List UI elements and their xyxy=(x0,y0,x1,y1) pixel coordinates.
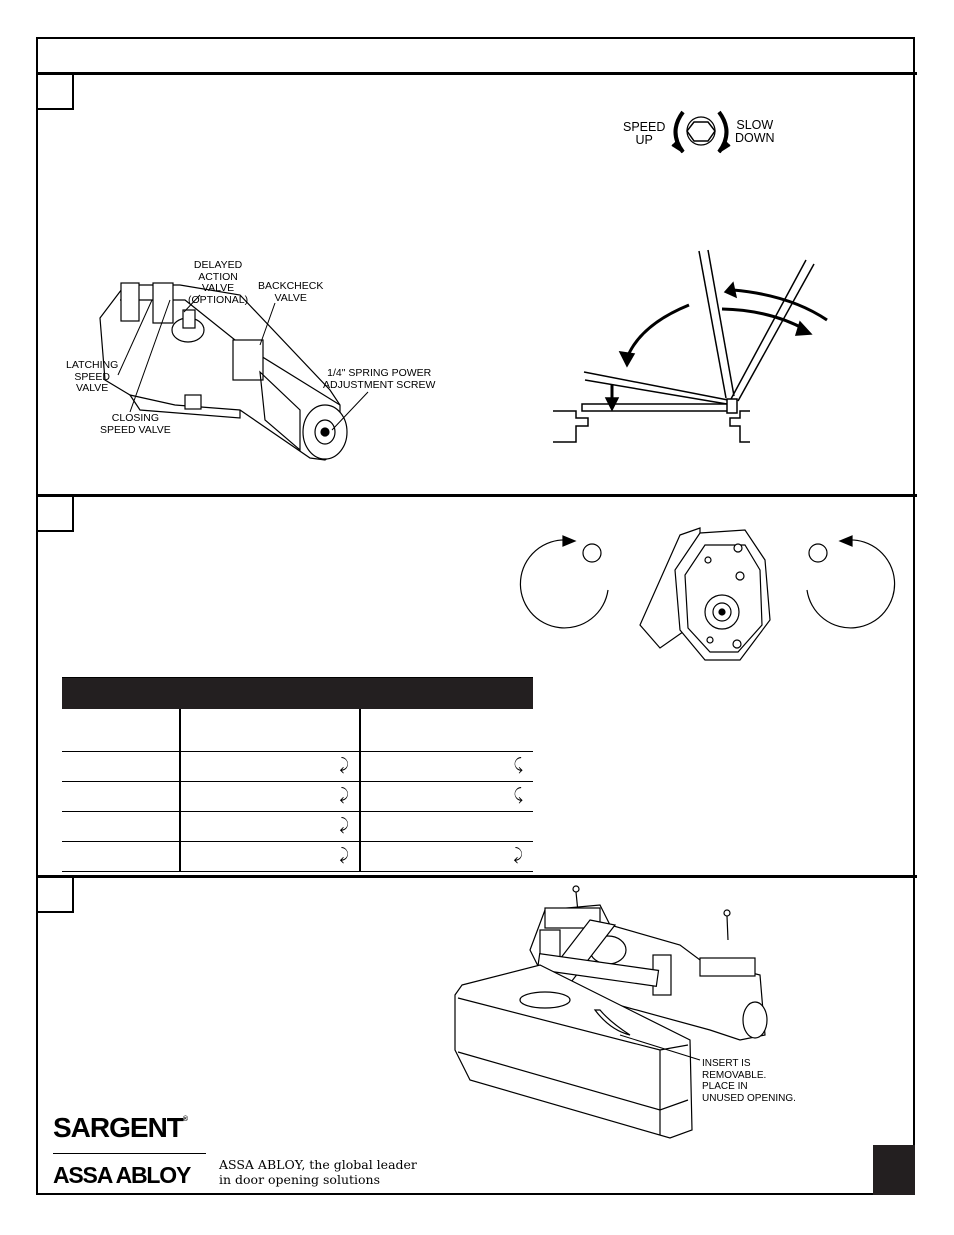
page-number-box xyxy=(873,1145,915,1195)
rotation-arrow-icon: ⤸ xyxy=(339,816,349,834)
spring-power-adjustment-label: 1/4" SPRING POWER ADJUSTMENT SCREW xyxy=(323,367,436,391)
rotation-arrow-icon: ⤹ xyxy=(513,756,523,774)
delayed-action-valve-label: DELAYED ACTION VALVE (OPTIONAL) xyxy=(188,259,249,306)
rotation-arrow-icon: ⤸ xyxy=(339,786,349,804)
table-col-header-2 xyxy=(179,709,360,751)
speed-up-label: SPEED UP xyxy=(623,120,666,147)
table-cell: ⤹ xyxy=(359,750,533,781)
table-row: ⤸ ⤹ xyxy=(62,750,533,781)
section-divider-1 xyxy=(36,494,917,497)
rotation-arrow-icon: ⤹ xyxy=(513,786,523,804)
page-frame xyxy=(36,37,915,1195)
table-cell xyxy=(62,810,180,841)
company-tagline: ASSA ABLOY, the global leader in door op… xyxy=(219,1157,417,1187)
table-cell: ⤸ xyxy=(179,810,360,841)
sargent-logo: SARGENT® xyxy=(53,1112,189,1143)
logo-divider xyxy=(53,1153,206,1154)
door-closer-illustration xyxy=(99,282,369,461)
table-row: ⤸ ⤸ xyxy=(62,840,533,872)
table-cell: ⤸ xyxy=(359,840,533,872)
table-col-header-3 xyxy=(359,709,533,751)
table-cell xyxy=(62,750,180,781)
adjustment-direction-icon xyxy=(671,110,731,154)
rotation-arrow-icon: ⤸ xyxy=(513,846,523,864)
cover-installation-illustration xyxy=(454,885,768,1139)
slow-down-label: SLOW DOWN xyxy=(735,118,775,145)
table-cell xyxy=(62,780,180,811)
step-box-3 xyxy=(38,877,74,913)
table-cell: ⤹ xyxy=(359,780,533,811)
step-box-2 xyxy=(38,496,74,532)
insert-removable-note: INSERT IS REMOVABLE. PLACE IN UNUSED OPE… xyxy=(702,1058,796,1104)
table-cell xyxy=(62,840,180,872)
table-cell: ⤸ xyxy=(179,750,360,781)
assa-abloy-logo: ASSA ABLOY xyxy=(53,1162,191,1188)
section-divider-header xyxy=(36,72,917,75)
step-box-1 xyxy=(38,74,74,110)
closing-speed-valve-label: CLOSING SPEED VALVE xyxy=(100,412,171,436)
table-header-bar xyxy=(62,677,533,709)
spring-power-table: ⤸ ⤹ ⤸ ⤹ ⤸ ⤸ ⤸ xyxy=(62,677,533,872)
table-row: ⤸ xyxy=(62,810,533,841)
rotation-clockwise-icon xyxy=(519,535,609,629)
table-cell xyxy=(359,810,533,841)
table-row: ⤸ ⤹ xyxy=(62,780,533,811)
latching-speed-valve-label: LATCHING SPEED VALVE xyxy=(66,359,119,394)
table-cell: ⤸ xyxy=(179,780,360,811)
rotation-arrow-icon: ⤸ xyxy=(339,756,349,774)
door-swing-diagram xyxy=(553,249,828,443)
rotation-arrow-icon: ⤸ xyxy=(339,846,349,864)
section-divider-2 xyxy=(36,875,917,878)
backcheck-valve-label: BACKCHECK VALVE xyxy=(258,280,324,304)
table-cell: ⤸ xyxy=(179,840,360,872)
closer-end-cap-illustration xyxy=(639,527,771,661)
rotation-counterclockwise-icon xyxy=(806,535,896,629)
